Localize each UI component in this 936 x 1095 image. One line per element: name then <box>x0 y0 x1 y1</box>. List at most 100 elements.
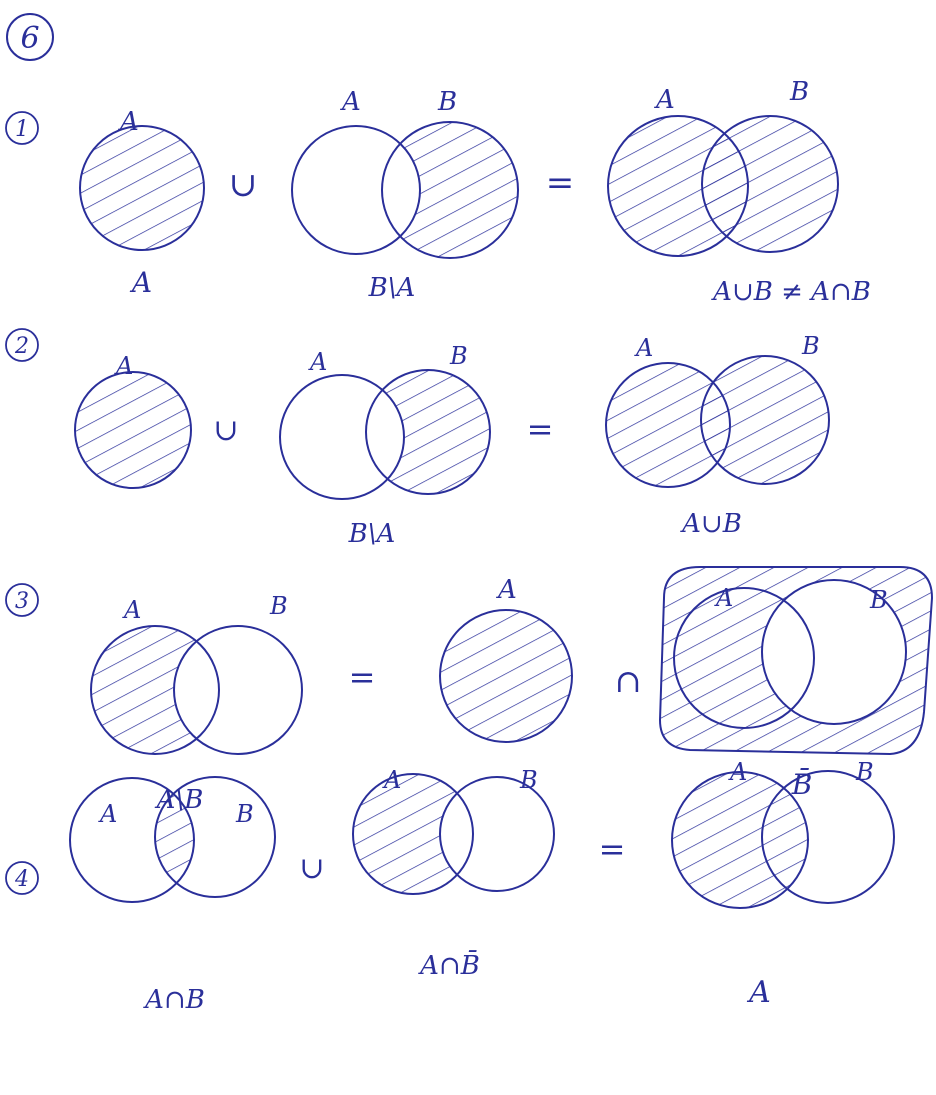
set-label-b: B <box>519 766 538 794</box>
set-a-shaded-region <box>353 774 473 894</box>
equals-operator: = <box>546 163 575 203</box>
row-number: 2 <box>14 334 29 359</box>
set-b-shaded-region <box>382 122 518 258</box>
set-b-circle <box>365 369 491 495</box>
term-caption: A∩B <box>143 985 205 1015</box>
page-number: 6 <box>6 13 54 61</box>
set-b-circle <box>761 770 895 904</box>
set-label-b: B <box>855 758 874 786</box>
set-a-circle <box>79 125 205 251</box>
set-label-b: B <box>437 87 457 117</box>
term-caption: A∪B ≠ A∩B <box>711 277 871 307</box>
set-b-circle <box>439 776 555 892</box>
set-b-circle <box>701 115 839 253</box>
set-a-mask <box>280 375 404 499</box>
set-b-circle <box>700 355 830 485</box>
row-1: 1 A A ∪ A B B\A = A B A∪B ≠ A <box>5 77 871 307</box>
term-caption: A∩B̄ <box>418 949 480 981</box>
venn-term-2: A <box>439 575 573 743</box>
set-label-b: B <box>235 800 254 828</box>
term-caption: B\A <box>368 273 416 303</box>
row-number-circle <box>5 328 39 362</box>
set-a-circle <box>279 374 405 500</box>
set-b-circle <box>761 579 907 725</box>
set-a-circle <box>352 773 474 895</box>
set-a-shaded-region <box>606 363 730 487</box>
set-label-a: A <box>728 758 747 786</box>
set-b-mask <box>174 626 302 754</box>
row-4: 4 A B A∩B ∪ A B A∩B̄ = A B <box>5 758 895 1015</box>
equals-operator: = <box>349 658 376 696</box>
set-a-circle <box>439 609 573 743</box>
set-label-a: A <box>496 575 517 605</box>
venn-term-3: A B A∪B <box>605 332 830 539</box>
set-label-a: A <box>118 107 139 137</box>
row-2: 2 A ∪ A B B\A = A B A∪B <box>5 328 830 549</box>
set-label-b: B <box>869 586 888 614</box>
venn-term-2: A B B\A <box>291 87 519 303</box>
union-operator: ∪ <box>213 413 238 448</box>
term-caption: A <box>129 266 152 299</box>
set-label-a: A <box>114 352 133 380</box>
set-a-shaded-region <box>440 610 572 742</box>
set-b-mask <box>440 777 554 891</box>
set-label-b: B <box>449 342 468 370</box>
set-a-circle <box>607 115 749 257</box>
row-number: 3 <box>15 589 29 614</box>
set-label-a: A <box>98 800 117 828</box>
row-number-circle <box>5 861 39 895</box>
set-label-a: A <box>654 85 675 115</box>
venn-term-3: A B B̄ <box>658 566 934 801</box>
set-a-circle <box>605 362 731 488</box>
row-3: 3 A B A\B = A ∩ A B B̄ <box>5 566 934 815</box>
set-b-circle <box>381 121 519 259</box>
set-label-b: B <box>269 592 288 620</box>
set-label-b: B <box>789 77 809 107</box>
venn-term-1: A B A∩B <box>69 776 276 1015</box>
venn-term-1: A A <box>79 107 205 299</box>
set-label-a: A <box>382 766 401 794</box>
set-label-a: A <box>308 348 327 376</box>
set-label-b: B <box>801 332 820 360</box>
set-b-shaded-region <box>701 356 829 484</box>
set-a-circle <box>671 771 809 909</box>
venn-term-2: A B B\A <box>279 342 491 549</box>
intersection-operator: ∩ <box>615 662 642 700</box>
set-b-mask <box>762 580 906 724</box>
row-number-circle <box>5 111 39 145</box>
set-b-circle <box>154 776 276 898</box>
venn-term-3: A B A∪B ≠ A∩B <box>607 77 871 307</box>
set-a-shaded-region <box>80 126 204 250</box>
set-b-circle <box>173 625 303 755</box>
venn-term-1: A <box>74 352 192 489</box>
set-label-a: A <box>340 87 361 117</box>
venn-term-2: A B A∩B̄ <box>352 766 555 981</box>
set-a-circle <box>673 587 815 729</box>
equals-operator: = <box>527 410 554 448</box>
set-a-shaded-region <box>75 372 191 488</box>
set-a-circle <box>90 625 220 755</box>
venn-term-1: A B A\B <box>90 592 303 815</box>
equals-operator: = <box>599 830 626 868</box>
set-b-shaded-region <box>702 116 838 252</box>
set-a-circle <box>74 371 192 489</box>
page-number-circle <box>6 13 54 61</box>
row-number: 1 <box>15 117 29 142</box>
set-label-a: A <box>634 334 653 362</box>
set-label-a: A <box>714 584 733 612</box>
row-number-circle <box>5 583 39 617</box>
set-a-mask <box>292 126 420 254</box>
set-a-circle <box>291 125 421 255</box>
term-caption: B̄ <box>791 767 813 801</box>
union-operator: ∪ <box>229 165 258 205</box>
term-caption: A∪B <box>680 509 742 539</box>
term-caption: A <box>746 975 771 1010</box>
set-a-circle <box>69 777 195 903</box>
set-label-a: A <box>122 596 141 624</box>
term-caption: B\A <box>348 519 396 549</box>
page-number-text: 6 <box>20 21 39 56</box>
venn-term-3: A B A <box>671 758 895 1010</box>
union-operator: ∪ <box>299 851 324 886</box>
row-number: 4 <box>14 867 29 892</box>
